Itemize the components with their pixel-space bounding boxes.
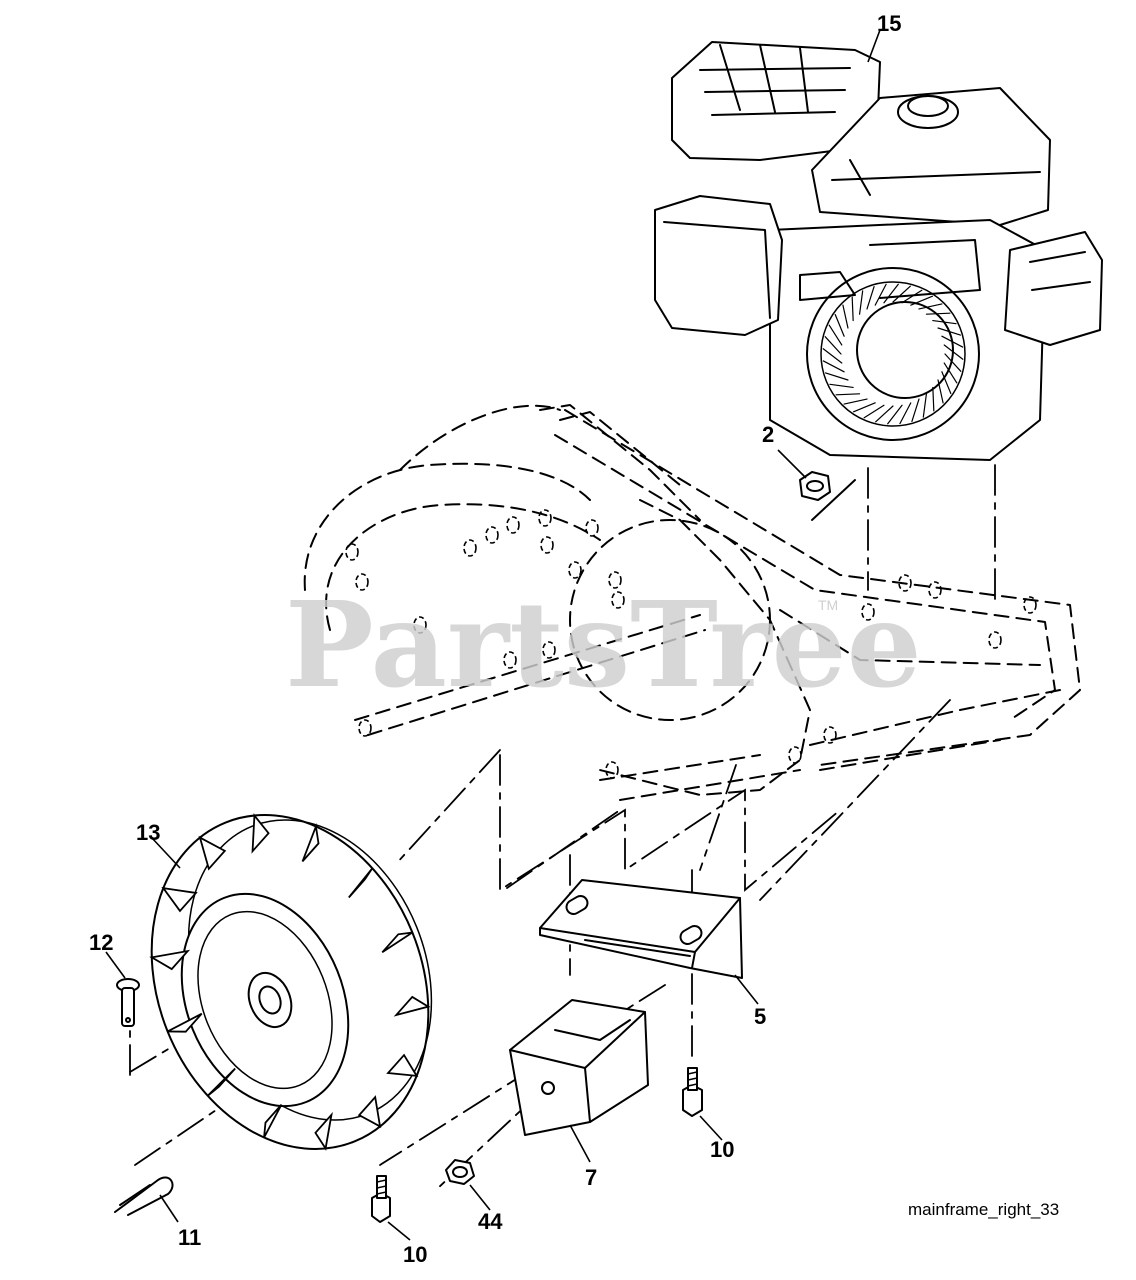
hairpin-clip-part-11 [114, 1176, 174, 1216]
watermark: PartsTree [285, 575, 922, 714]
callout-5: 5 [754, 1004, 766, 1029]
weight-block-part-7 [509, 999, 649, 1136]
bolt-part-10-left [371, 1175, 391, 1223]
clevis-pin-part-12 [116, 978, 140, 1027]
wheel-part-13 [149, 813, 433, 1151]
bracket-part-5 [539, 879, 743, 979]
engine-part-15 [654, 41, 1103, 461]
callout-10-left: 10 [403, 1242, 427, 1267]
callout-11: 11 [178, 1225, 201, 1250]
callout-13: 13 [136, 820, 160, 845]
callout-44: 44 [478, 1209, 503, 1234]
leader-lines [105, 29, 881, 1241]
nut-part-2 [799, 471, 856, 521]
callout-12: 12 [89, 930, 113, 955]
nut-part-44 [445, 1159, 475, 1185]
bolt-part-10-right [682, 1067, 703, 1117]
callout-2: 2 [762, 422, 774, 447]
callout-15: 15 [877, 11, 901, 36]
diagram-caption: mainframe_right_33 [908, 1200, 1059, 1219]
frame-phantom [303, 404, 1081, 801]
watermark-trademark: TM [818, 597, 838, 613]
callout-7: 7 [585, 1165, 597, 1190]
callout-10-right: 10 [710, 1137, 734, 1162]
